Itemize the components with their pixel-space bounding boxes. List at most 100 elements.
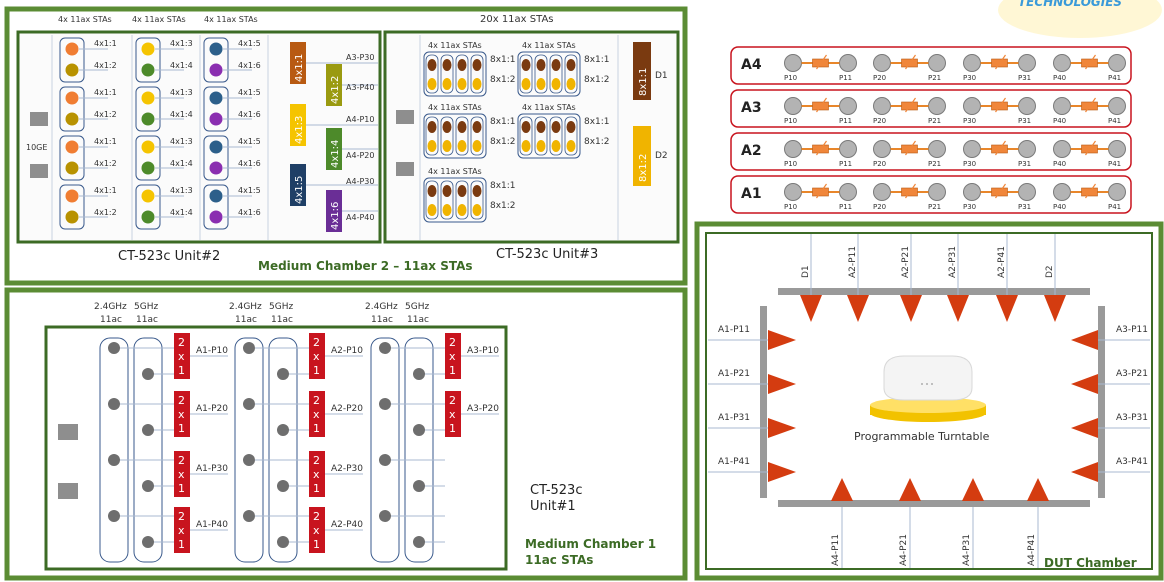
station-dot [427,204,437,216]
antenna-icon [768,374,796,394]
station-dot [457,78,467,90]
port-label: 8x1:2 [490,137,516,147]
radio-dot [108,398,120,410]
radio-dot [243,398,255,410]
ethernet-port-icon [58,424,78,440]
attenuator-arrow [1085,140,1096,156]
combiner-box [445,333,461,379]
band-label: 5GHz [269,302,293,312]
port-label: P21 [928,203,941,211]
band-label: 11ac [407,315,429,325]
port-label: 4x1:4 [170,208,193,217]
combiner-label: 1 [449,364,456,377]
combiner-box [174,333,190,379]
port-dot [1108,97,1126,115]
band-label: 5GHz [134,302,158,312]
unit-2-label: CT-523c Unit#2 [118,249,220,264]
output-label: D1 [655,71,668,81]
port-dot [928,97,946,115]
output-label: A3-P30 [346,53,374,62]
combiner-box [309,333,325,379]
port-dot [1053,54,1071,72]
station-slot [549,116,563,156]
station-dot [521,78,531,90]
ethernet-port-icon [396,110,414,124]
port-label: P31 [1018,203,1031,211]
port-label: 4x1:1 [94,137,117,146]
splitter-box [326,190,342,232]
output-label: A1-P10 [196,346,228,356]
port-label: 4x1:3 [170,39,193,48]
station-dot [536,78,546,90]
station-group [423,51,487,97]
station-slot [534,54,548,94]
band-label: 2.4GHz [365,302,398,312]
station-dot [141,140,155,154]
station-dot [551,59,561,71]
port-dot [873,140,891,158]
splitter-label: 8x1:1 [638,68,649,96]
band-label: 2.4GHz [229,302,262,312]
port-label: P31 [1018,160,1031,168]
combiner-label: 2 [178,336,185,349]
port-label: P40 [1053,117,1066,125]
output-label: A2-P40 [331,520,363,530]
station-dot [65,140,79,154]
station-dot [472,121,482,133]
station-slot [519,54,533,94]
combiner-label: 1 [449,422,456,435]
station-dot [141,112,155,126]
combiner-label: 2 [313,454,320,467]
port-label: 4x1:3 [170,186,193,195]
port-label-10ge: 10GE [26,143,47,152]
station-dot [521,121,531,133]
station-group [423,113,487,159]
combiner-label: 2 [313,336,320,349]
antenna-label: D2 [1045,265,1055,278]
unit-2-panel: 10GE 4x 11ax STAs 4x 11ax STAs 4x 11ax S… [16,15,382,264]
port-dot [839,140,857,158]
station-dot [566,78,576,90]
port-dot [784,54,802,72]
combiner-box [174,507,190,553]
station-dot [65,63,79,77]
station-slot [564,54,578,94]
access-point-icon [883,355,973,401]
station-group [517,51,581,97]
output-label: A4-P30 [346,177,374,186]
station-group [135,37,161,83]
station-slot [455,180,469,220]
radio-dot [277,480,289,492]
station-dot [209,140,223,154]
medium-chamber-2-frame [4,6,688,286]
medium-chamber-1-label-line1: Medium Chamber 1 [525,537,656,551]
port-dot [784,183,802,201]
station-dot [472,204,482,216]
station-group [203,37,229,83]
port-dot [873,54,891,72]
port-label: P30 [963,117,976,125]
ethernet-port-icon [58,483,78,499]
combiner-label: 1 [178,422,185,435]
station-dot [209,189,223,203]
station-dot [209,112,223,126]
port-dot [963,97,981,115]
ethernet-port-icon [30,164,48,178]
antenna-icon [899,478,921,501]
port-label: 4x1:5 [238,186,261,195]
attenuator-arrow [905,183,916,199]
port-label: P20 [873,203,886,211]
port-label: 8x1:2 [490,75,516,85]
splitter-box [290,104,306,146]
combiner-box [309,507,325,553]
station-dot [536,59,546,71]
port-dot [784,140,802,158]
station-dot [457,204,467,216]
output-label: A3-P40 [346,83,374,92]
combiner-label: 1 [178,482,185,495]
output-label: A4-P40 [346,213,374,222]
station-dot [536,121,546,133]
port-label: P40 [1053,74,1066,82]
output-label: A1-P40 [196,520,228,530]
port-label: 4x1:6 [238,208,261,217]
